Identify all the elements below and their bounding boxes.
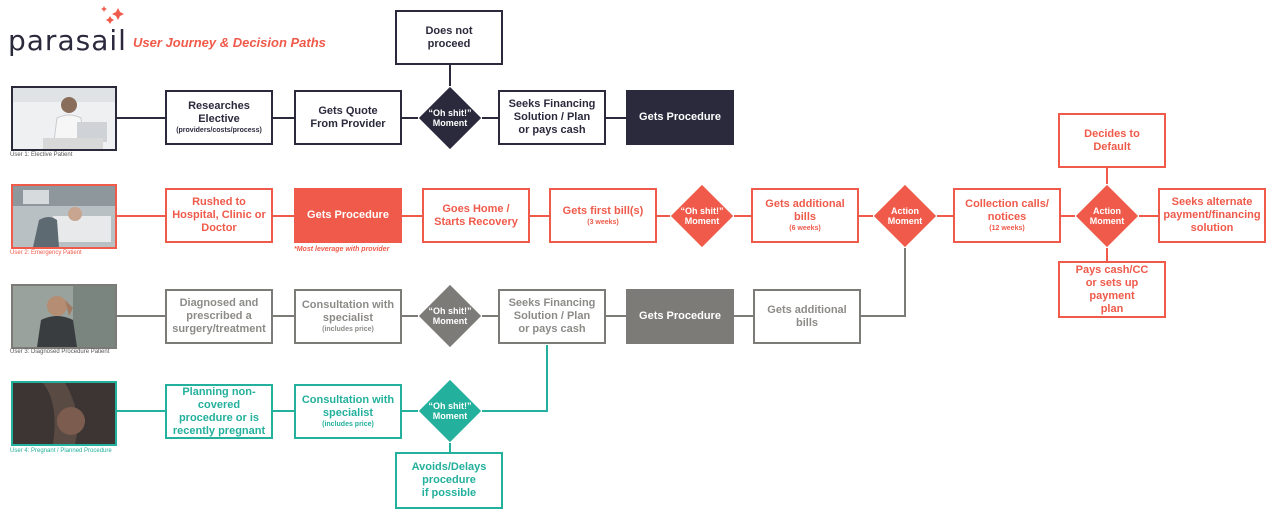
logo-sparkle	[101, 6, 124, 24]
node-u2-gets-additional-bills: Gets additional bills (6 weeks)	[751, 188, 859, 243]
node-u1-gets-procedure: Gets Procedure	[626, 90, 734, 145]
decision-u1-oh-shit-moment: “Oh shit!” Moment	[418, 86, 482, 150]
node-decides-to-default: Decides to Default	[1058, 113, 1166, 168]
user-1-photo	[11, 86, 117, 151]
parasail-logo: parasail	[8, 24, 127, 57]
node-diagnosed: Diagnosed and prescribed a surgery/treat…	[165, 289, 273, 344]
node-u3-gets-additional-bills: Gets additional bills	[753, 289, 861, 344]
user-1-caption: User 1: Elective Patient	[10, 152, 73, 158]
node-rushed-to-hospital: Rushed to Hospital, Clinic or Doctor	[165, 188, 273, 243]
node-seeks-alternate-payment: Seeks alternate payment/financing soluti…	[1158, 188, 1266, 243]
node-goes-home: Goes Home / Starts Recovery	[422, 188, 530, 243]
node-u3-consultation: Consultation with specialist (includes p…	[294, 289, 402, 344]
user-2-caption: User 2: Emergency Patient	[10, 250, 82, 256]
decision-u2-oh-shit-moment: “Oh shit!” Moment	[670, 184, 734, 248]
node-u3-gets-procedure: Gets Procedure	[626, 289, 734, 344]
user-4-photo	[11, 381, 117, 446]
node-does-not-proceed: Does not proceed	[395, 10, 503, 65]
decision-u3-oh-shit-moment: “Oh shit!” Moment	[418, 284, 482, 348]
node-pays-cash: Pays cash/CC or sets up payment plan	[1058, 261, 1166, 318]
node-u3-seeks-financing: Seeks Financing Solution / Plan or pays …	[498, 289, 606, 344]
decision-action-moment-1: Action Moment	[873, 184, 937, 248]
user-3-photo	[11, 284, 117, 349]
decision-action-moment-2: Action Moment	[1075, 184, 1139, 248]
node-u1-seeks-financing: Seeks Financing Solution / Plan or pays …	[498, 90, 606, 145]
page-title: User Journey & Decision Paths	[133, 35, 326, 50]
node-researches-elective: Researches Elective (providers/costs/pro…	[165, 90, 273, 145]
node-gets-quote: Gets Quote From Provider	[294, 90, 402, 145]
node-planning-non-covered: Planning non-covered procedure or is rec…	[165, 384, 273, 439]
user-2-photo	[11, 184, 117, 249]
user-3-caption: User 3: Diagnosed Procedure Patient	[10, 349, 110, 355]
decision-u4-oh-shit-moment: “Oh shit!” Moment	[418, 379, 482, 443]
node-gets-first-bills: Gets first bill(s) (3 weeks)	[549, 188, 657, 243]
node-avoids-delays: Avoids/Delays procedure if possible	[395, 452, 503, 509]
leverage-note: *Most leverage with provider	[294, 246, 390, 253]
node-collection-calls: Collection calls/ notices (12 weeks)	[953, 188, 1061, 243]
node-u4-consultation: Consultation with specialist (includes p…	[294, 384, 402, 439]
user-4-caption: User 4: Pregnant / Planned Procedure	[10, 448, 112, 454]
node-u2-gets-procedure: Gets Procedure	[294, 188, 402, 243]
